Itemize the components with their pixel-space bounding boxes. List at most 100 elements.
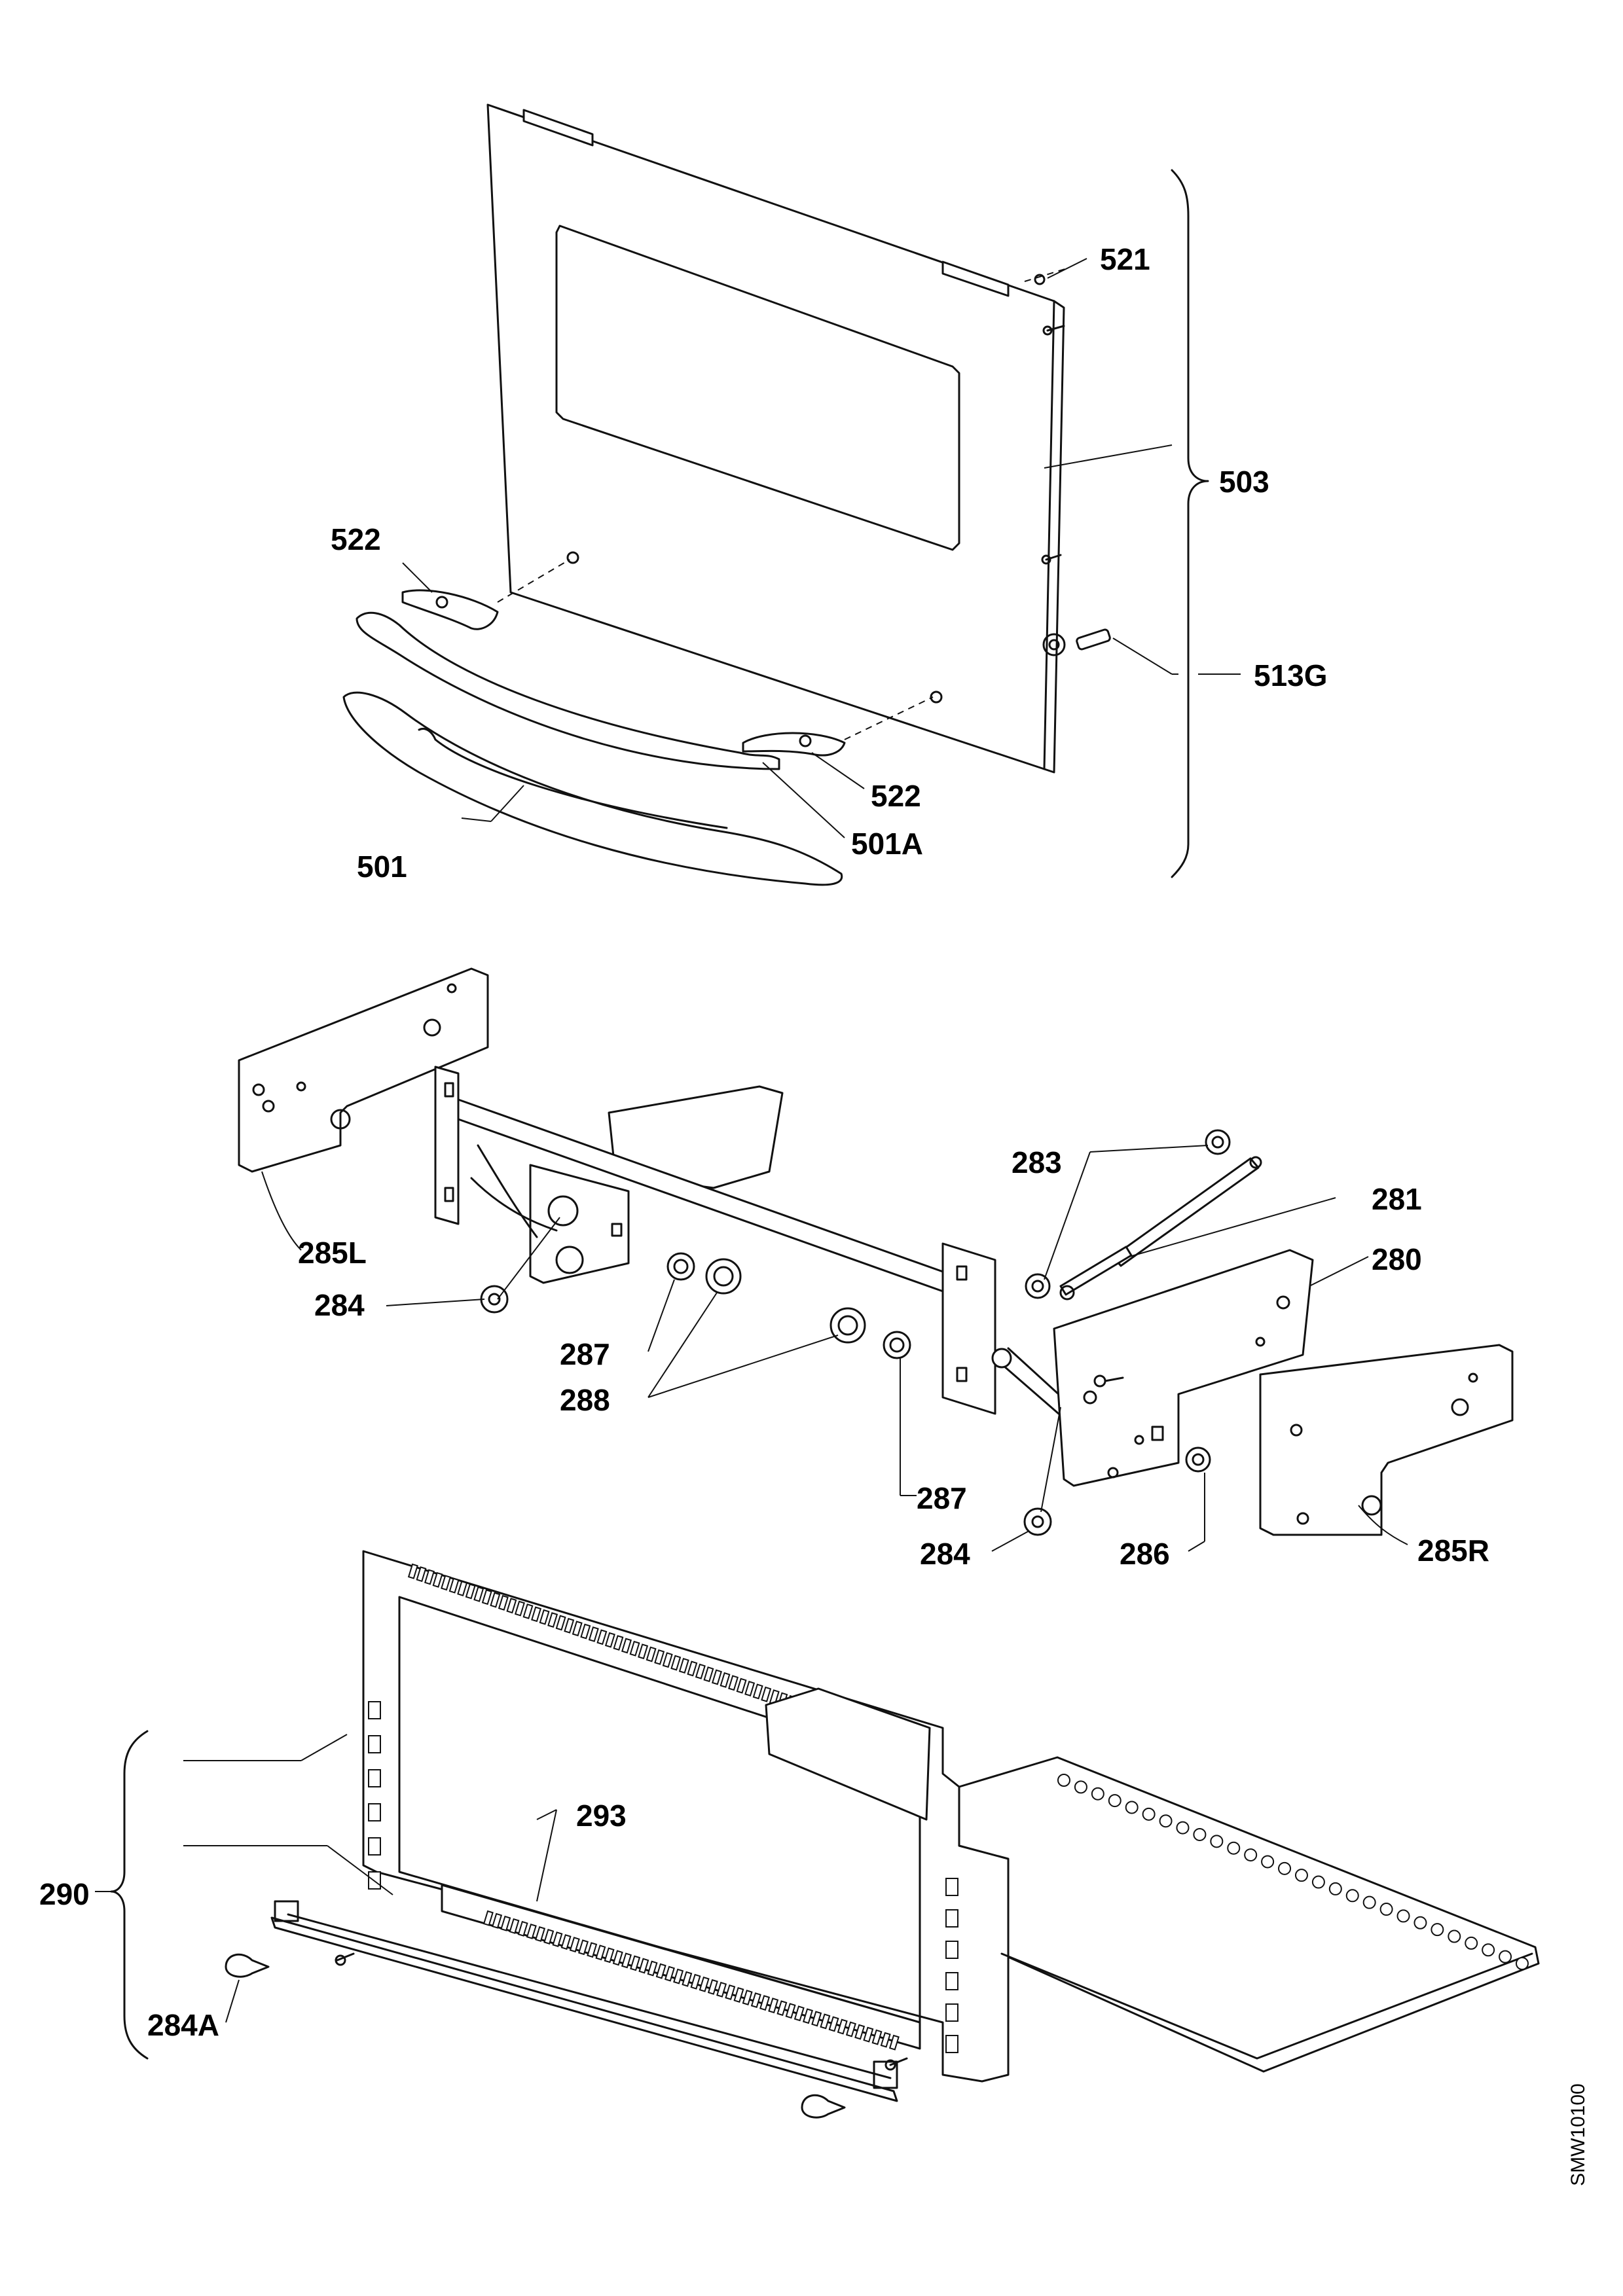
tray-hole [1261,1855,1275,1869]
bar-slot [888,2034,900,2051]
bar-slot [587,1942,598,1958]
bar-slot [811,2011,822,2027]
bar-slot [673,1968,684,1984]
top-slot [564,1617,575,1634]
label-280: 280 [1372,1242,1422,1276]
bar-slot [655,1963,666,1979]
bar-slot [535,1926,546,1942]
label-284a: 284A [147,2008,219,2042]
top-slot [711,1669,722,1685]
tray-hole [1159,1814,1173,1828]
bar-slot [854,2024,866,2040]
side-plate-285r [1259,1344,1514,1536]
door-panel [486,103,1065,774]
bar-slot [578,1939,589,1956]
leader-lines [95,258,1408,2023]
front-frame-290 [270,1550,1010,2102]
bar-slot [828,2016,839,2032]
label-283: 283 [1012,1145,1062,1179]
tray-hole [1091,1787,1104,1801]
door-screws-521 [1024,268,1068,565]
tray-hole [1176,1821,1190,1835]
bar-slot [845,2021,856,2037]
drawing-code: SMW10100 [1567,2083,1589,2186]
top-slot [728,1675,739,1691]
handle-outer-501 [342,691,843,886]
tray-hole [1362,1895,1376,1909]
tray-hole [1057,1774,1070,1787]
door-hinge-frame [434,1066,1085,1428]
top-slot [596,1629,608,1645]
top-slot [613,1635,624,1651]
tray-hole [1465,1936,1478,1950]
right-slot [945,1909,958,1928]
tray-hole [1125,1801,1139,1814]
bar-slot [604,1947,615,1964]
top-slot [654,1649,665,1665]
top-slot [761,1686,772,1702]
top-slot [514,1600,525,1617]
brace-503 [1171,169,1209,878]
top-slot [441,1575,452,1591]
bar-slot [785,2003,796,2019]
right-slot [945,2035,958,2053]
left-slot [368,1837,381,1856]
bar-slot [863,2026,874,2043]
bar-slot [880,2032,891,2048]
label-287-right: 287 [917,1481,967,1515]
top-slot [424,1569,435,1585]
nuts-284 [480,1285,1211,1536]
bar-slot [630,1955,641,1971]
tray-hole [1499,1950,1512,1964]
top-slot [572,1621,583,1637]
top-slot [498,1594,509,1611]
brace-290 [110,1730,149,2060]
bar-slot [543,1929,555,1945]
bar-slot [733,1986,744,2003]
label-293: 293 [576,1799,627,1833]
tray-hole [1227,1841,1241,1855]
bar-slot [759,1995,771,2011]
top-slot [638,1643,649,1660]
bar-slot [802,2008,813,2024]
label-287-left: 287 [560,1337,610,1371]
top-slot [531,1606,542,1623]
tray-hole [1516,1957,1529,1970]
bar-slot [707,1979,718,1995]
top-slot [662,1652,673,1668]
label-285r: 285R [1417,1534,1489,1568]
bar-slot [725,1984,736,2000]
label-286: 286 [1120,1537,1170,1571]
gas-strut-281 [1059,1156,1262,1300]
nuts-283 [1025,1129,1231,1299]
tray-hole [1108,1794,1122,1808]
part-labels: 521 503 522 513G 522 501A 501 283 281 28… [39,242,1489,2042]
bar-slot [612,1950,623,1966]
top-slot [481,1589,492,1605]
bar-slot [776,2000,788,2017]
tray-hole [1328,1882,1342,1895]
tray-hole [1074,1780,1087,1794]
tray-hole [1193,1827,1207,1841]
top-slot [744,1681,756,1697]
tray-hole [1379,1903,1393,1916]
bar-slot [682,1971,693,1987]
top-slot [416,1566,427,1583]
rollers-287-288 [666,1252,911,1359]
top-slot [588,1626,599,1642]
top-slot [407,1563,418,1579]
label-285l: 285L [298,1236,367,1270]
label-501a: 501A [851,827,923,861]
top-slot [604,1632,615,1648]
right-slot [945,1878,958,1896]
top-slot [539,1609,550,1625]
left-slot [368,1735,381,1753]
bar-slot [552,1931,563,1948]
tray-hole [1294,1869,1308,1882]
tray-hole [1345,1889,1359,1903]
screw-513g [1042,628,1111,656]
left-slot [368,1701,381,1719]
handle-end-caps-522 [401,551,943,757]
